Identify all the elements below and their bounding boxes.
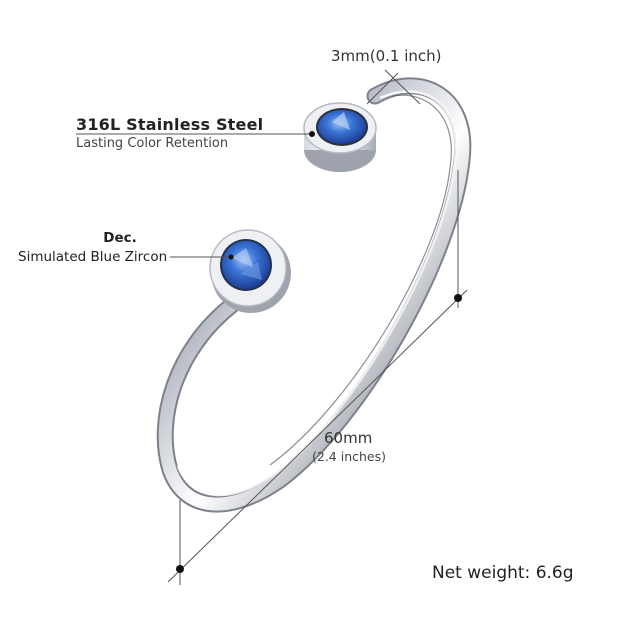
stone-prefix: Dec.	[103, 230, 137, 246]
bottom-bezel	[209, 229, 291, 313]
diameter-imperial: (2.4 inches)	[312, 449, 386, 464]
thickness-label: 3mm(0.1 inch)	[331, 47, 442, 65]
net-weight: Net weight: 6.6g	[432, 563, 574, 583]
bangle-band	[156, 77, 472, 513]
stone-name: Simulated Blue Zircon	[18, 249, 168, 265]
dimension-endpoints	[176, 131, 462, 573]
dimension-lines	[76, 69, 468, 585]
top-bezel	[303, 102, 377, 172]
material-subtitle: Lasting Color Retention	[76, 136, 229, 151]
material-title: 316L Stainless Steel	[76, 115, 264, 134]
diameter-metric: 60mm	[324, 429, 373, 447]
